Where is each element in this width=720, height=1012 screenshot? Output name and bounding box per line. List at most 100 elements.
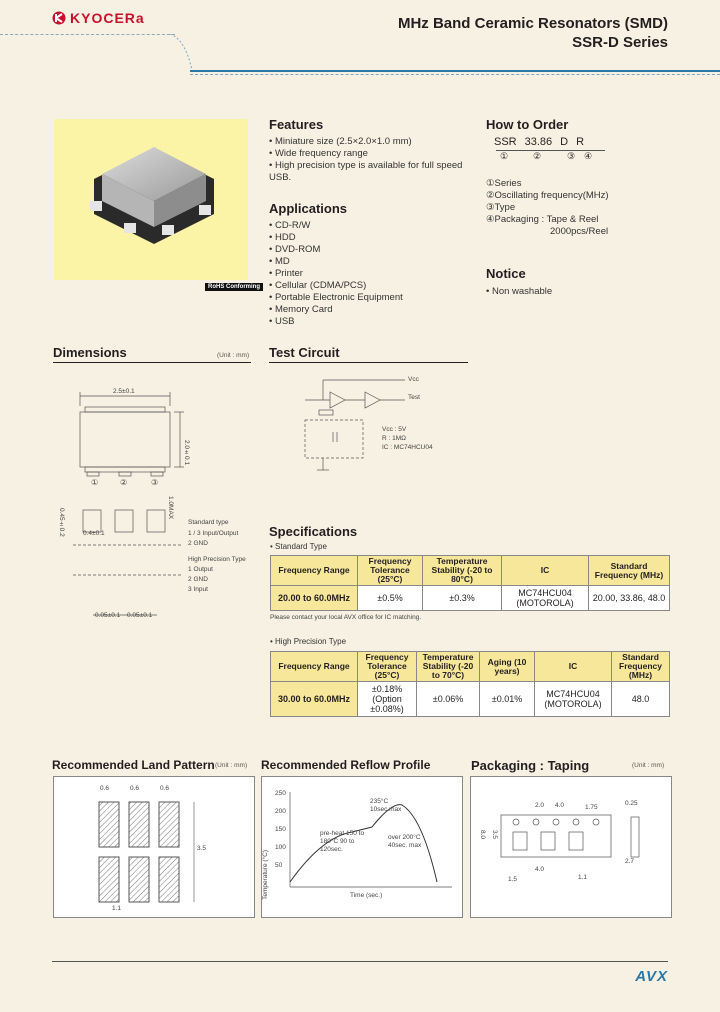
table-cell: MC74HCU04 (MOTOROLA) xyxy=(501,585,589,611)
reflow-x-label: Time (sec.) xyxy=(350,892,383,899)
header-rule xyxy=(0,34,175,35)
reflow-y-tick: 150 xyxy=(275,826,286,833)
pin-no: 2 xyxy=(188,576,192,583)
land-dim: 1.1 xyxy=(112,905,122,912)
reflow-heading: Recommended Reflow Profile xyxy=(261,758,431,772)
order-mark: ③ xyxy=(567,151,576,161)
col-header: Frequency Range xyxy=(270,555,358,586)
table-cell: 30.00 to 60.0MHz xyxy=(270,681,358,717)
notice-heading: Notice xyxy=(486,266,526,281)
reflow-y-tick: 250 xyxy=(275,790,286,797)
feature-item: Miniature size (2.5×2.0×1.0 mm) xyxy=(269,136,469,148)
packaging-heading: Packaging : Taping xyxy=(471,758,590,773)
col-header: Frequency Tolerance (25°C) xyxy=(357,651,417,682)
dim-top-label: 2.5±0.1 xyxy=(113,388,135,395)
pin-label-1: ① xyxy=(91,478,99,487)
kyocera-logo: KYOCERa xyxy=(52,10,145,26)
order-code-packaging: R xyxy=(576,136,585,148)
land-dim: 0.6 xyxy=(160,785,170,792)
col-header: Frequency Tolerance (25°C) xyxy=(357,555,423,586)
tape-dim: 2.7 xyxy=(625,858,635,865)
notice-item: Non washable xyxy=(486,286,552,298)
application-item: USB xyxy=(269,316,469,328)
table-cell: 20.00 to 60.0MHz xyxy=(270,585,358,611)
col-header: Standard Frequency (MHz) xyxy=(588,555,670,586)
hp-spec-table: Frequency Range Frequency Tolerance (25°… xyxy=(270,651,670,717)
applications-heading: Applications xyxy=(269,201,348,216)
notice-list: Non washable xyxy=(486,286,552,298)
application-item: Memory Card xyxy=(269,304,469,316)
applications-list: CD-R/W HDD DVD-ROM MD Printer Cellular (… xyxy=(269,220,469,328)
taping-drawing xyxy=(500,814,640,858)
reflow-over-label: over 200°C 40sec. max xyxy=(388,834,422,849)
order-mark: ② xyxy=(533,151,542,161)
tape-dim: 0.25 xyxy=(625,800,638,807)
col-header: IC xyxy=(501,555,589,586)
table-cell: 20.00, 33.86, 48.0 xyxy=(588,585,670,611)
tape-dim: 2.0 xyxy=(535,802,545,809)
table-header-row: Frequency Range Frequency Tolerance (25°… xyxy=(270,651,670,682)
tape-dim: 1.1 xyxy=(578,874,588,881)
table-row: 30.00 to 60.0MHz ±0.18% (Option ±0.08%) … xyxy=(270,681,670,717)
land-dim: 0.6 xyxy=(130,785,140,792)
reflow-chart xyxy=(289,792,452,888)
pin-no: 3 xyxy=(188,586,192,593)
reflow-box xyxy=(261,776,463,918)
order-code-series: SSR xyxy=(494,136,517,148)
circuit-label-vcc-value: Vcc : 5V xyxy=(382,426,407,433)
std-type-title: Standard type xyxy=(188,519,229,526)
order-legend-item: ①Series xyxy=(486,178,522,189)
order-legend: ①Series ②Oscillating frequency(MHz) ③Typ… xyxy=(486,178,609,238)
tape-dim: 8.0 xyxy=(479,830,486,840)
pin-no: 2 xyxy=(188,540,192,547)
table-cell: 48.0 xyxy=(611,681,670,717)
packaging-unit: (Unit : mm) xyxy=(632,762,665,769)
col-header: Temperature Stability (-20 to 80°C) xyxy=(422,555,502,586)
specs-heading: Specifications xyxy=(269,524,358,539)
application-item: Cellular (CDMA/PCS) xyxy=(269,280,469,292)
hp-type-title: High Precision Type xyxy=(188,556,246,563)
land-dim-side: 3.5 xyxy=(197,845,207,852)
order-code-type: D xyxy=(560,136,569,148)
dim-p1-label: 0.05±0.1 xyxy=(95,612,121,619)
reflow-y-tick: 50 xyxy=(275,862,283,869)
land-pattern-drawing xyxy=(98,801,195,903)
std-type-text: Standard Type xyxy=(275,542,327,551)
circuit-label-test: Test xyxy=(408,394,420,401)
dim-side-label: 2.0±0.1 xyxy=(183,440,190,466)
col-header: Standard Frequency (MHz) xyxy=(611,651,670,682)
col-header: IC xyxy=(534,651,612,682)
std-type-label: • Standard Type xyxy=(270,542,327,551)
dim-w1-label: 0.4±0.1 xyxy=(83,530,105,537)
page-title: MHz Band Ceramic Resonators (SMD) SSR-D … xyxy=(398,14,668,52)
tape-dim: 4.0 xyxy=(535,866,545,873)
hp-type-row: 1 Output xyxy=(188,566,213,573)
application-item: DVD-ROM xyxy=(269,244,469,256)
land-dim: 0.6 xyxy=(100,785,110,792)
pin-func: GND xyxy=(193,576,208,583)
hp-type-row: 2 GND xyxy=(188,576,208,583)
how-to-order-heading: How to Order xyxy=(486,117,569,132)
order-legend-item: ③Type xyxy=(486,202,516,213)
tape-dim: 4.0 xyxy=(555,802,565,809)
hp-type-row: 3 Input xyxy=(188,586,208,593)
kyocera-logo-icon xyxy=(52,11,66,25)
product-photo xyxy=(54,119,248,280)
order-legend-item: 2000pcs/Reel xyxy=(550,226,609,237)
feature-item: High precision type is available for ful… xyxy=(269,160,469,184)
dim-h1-label: 0.45±0.2 xyxy=(58,508,65,537)
table-cell: ±0.3% xyxy=(422,585,502,611)
application-item: HDD xyxy=(269,232,469,244)
test-circuit-heading: Test Circuit xyxy=(269,345,340,360)
order-code-marks: ① ② ③ ④ xyxy=(500,151,592,162)
application-item: MD xyxy=(269,256,469,268)
tape-dim: 1.5 xyxy=(508,876,518,883)
application-item: CD-R/W xyxy=(269,220,469,232)
table-cell: ±0.06% xyxy=(416,681,480,717)
feature-item: Wide frequency range xyxy=(269,148,469,160)
pin-label-3: ③ xyxy=(151,478,159,487)
reflow-y-tick: 100 xyxy=(275,844,286,851)
order-legend-item: ②Oscillating frequency(MHz) xyxy=(486,190,609,201)
packaging-box xyxy=(470,776,672,918)
dimensions-unit: (Unit : mm) xyxy=(217,352,250,359)
